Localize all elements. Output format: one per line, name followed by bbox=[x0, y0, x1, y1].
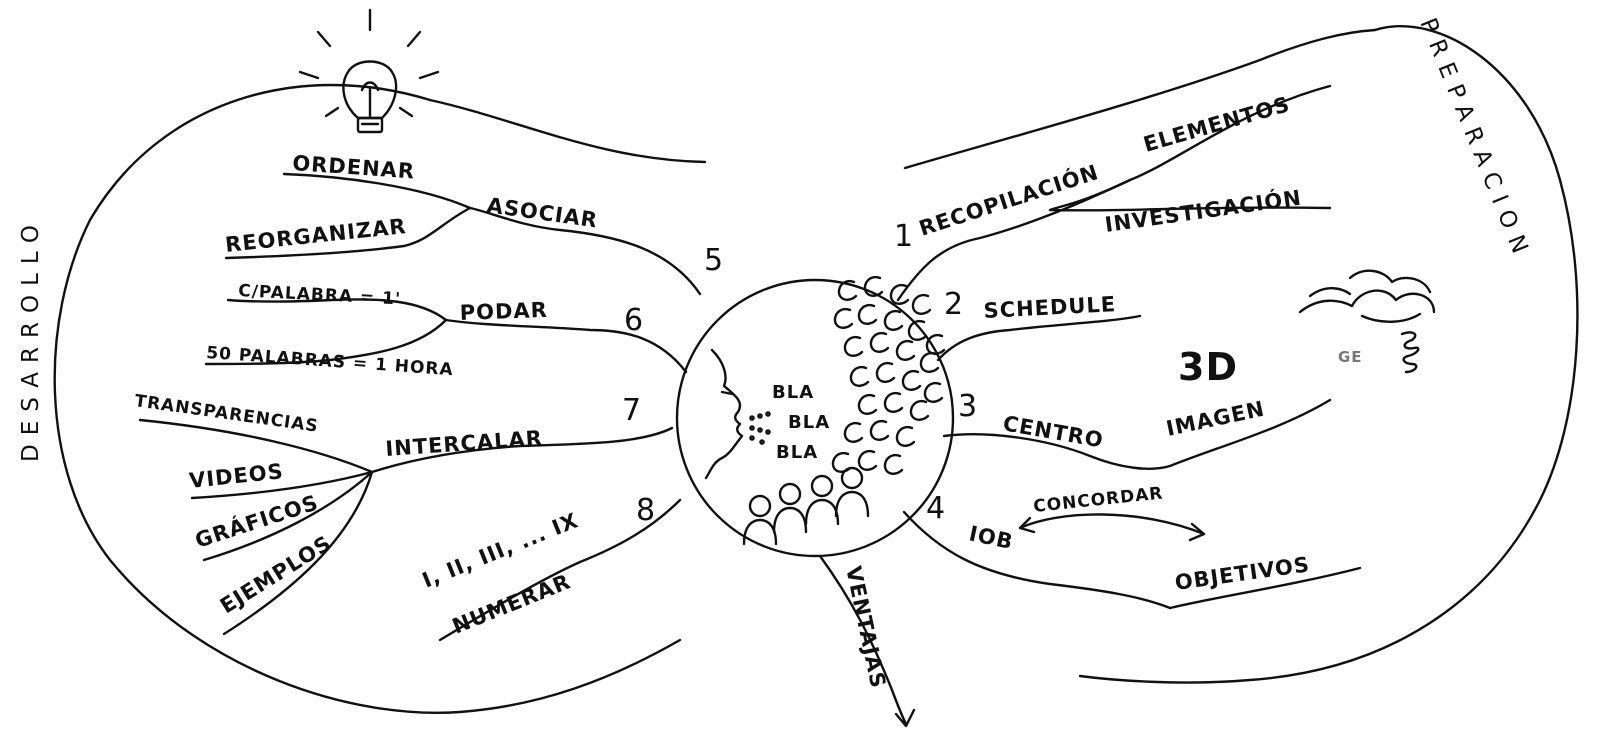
branch-intercalar-label: INTERCALAR bbox=[385, 426, 544, 461]
audience-head bbox=[897, 427, 914, 446]
top-right-curve bbox=[905, 30, 1375, 168]
branch-podar-child-1: C/PALABRA = 1' bbox=[238, 281, 402, 310]
branch-schedule-number: 2 bbox=[944, 287, 964, 322]
audience-person-head bbox=[842, 468, 862, 488]
audience-head bbox=[871, 333, 888, 352]
audience-head bbox=[911, 401, 928, 420]
audience-head bbox=[859, 451, 876, 470]
top-left-curve bbox=[430, 100, 705, 162]
speech-bla-2: BLA bbox=[788, 412, 830, 433]
branch-asociar: 5 ASOCIAR ORDENAR REORGANIZAR bbox=[224, 151, 724, 294]
branch-centro-note: 3D bbox=[1178, 345, 1238, 389]
audience-person-body bbox=[836, 492, 868, 516]
audience-head bbox=[885, 311, 902, 330]
branch-asociar-child-2: REORGANIZAR bbox=[224, 214, 408, 257]
branch-schedule-label: SCHEDULE bbox=[983, 292, 1117, 323]
audience-head bbox=[885, 455, 902, 474]
audience-head bbox=[877, 363, 894, 382]
audience-head bbox=[859, 305, 876, 324]
branch-numerar-label: NUMERAR bbox=[449, 569, 574, 638]
audience-head bbox=[903, 371, 920, 390]
branch-intercalar-child-4: EJEMPLOS bbox=[216, 531, 336, 618]
audience-head bbox=[913, 295, 930, 314]
branch-ventajas: VENTAJAS bbox=[820, 556, 914, 726]
branch-centro-number: 3 bbox=[958, 389, 978, 424]
branch-asociar-child-1: ORDENAR bbox=[292, 151, 416, 184]
audience-person-body bbox=[774, 508, 806, 532]
branch-intercalar-child-2: VIDEOS bbox=[188, 459, 285, 493]
branch-intercalar-number: 7 bbox=[622, 393, 642, 428]
audience-person-head bbox=[750, 496, 770, 516]
branch-iob-label: IOB bbox=[967, 521, 1016, 554]
spiral-icon bbox=[1402, 332, 1418, 372]
audience-person-head bbox=[780, 484, 800, 504]
right-outer-curve bbox=[1080, 26, 1577, 682]
branch-recopilacion-child-1: ELEMENTOS bbox=[1141, 92, 1293, 157]
audience-head bbox=[851, 367, 868, 386]
branch-podar-number: 6 bbox=[624, 303, 644, 338]
branch-recopilacion-child-2: INVESTIGACIÓN bbox=[1103, 185, 1303, 237]
branch-iob-child-1: OBJETIVOS bbox=[1173, 552, 1311, 595]
branch-numerar-number: 8 bbox=[636, 493, 656, 528]
light-bulb-icon bbox=[300, 10, 438, 132]
concordar-arrow bbox=[1020, 514, 1204, 534]
branch-ventajas-label: VENTAJAS bbox=[841, 564, 890, 691]
face-profile bbox=[706, 350, 742, 478]
audience-head bbox=[885, 393, 902, 412]
cloud-caption: GE bbox=[1338, 348, 1363, 366]
audience-head bbox=[921, 353, 938, 372]
audience-head bbox=[925, 383, 942, 402]
speech-bla-3: BLA bbox=[776, 442, 818, 463]
branch-podar: 6 PODAR C/PALABRA = 1' 50 PALABRAS = 1 H… bbox=[206, 281, 686, 380]
branch-recopilacion: 1 RECOPILACIÓN ELEMENTOS INVESTIGACIÓN bbox=[894, 86, 1330, 300]
branch-centro: 3 CENTRO IMAGEN 3D bbox=[944, 345, 1330, 469]
audience-head bbox=[897, 341, 914, 360]
branch-intercalar: 7 INTERCALAR TRANSPARENCIAS VIDEOS GRÁFI… bbox=[133, 391, 672, 634]
audience-heads bbox=[744, 277, 944, 544]
branch-numerar: 8 I, II, III, ... IX NUMERAR bbox=[419, 493, 680, 640]
branch-centro-child-1: IMAGEN bbox=[1164, 397, 1267, 441]
branch-iob-arrow-label: CONCORDAR bbox=[1032, 483, 1164, 517]
branch-asociar-number: 5 bbox=[704, 243, 724, 278]
branch-recopilacion-number: 1 bbox=[894, 219, 914, 254]
speech-dots bbox=[750, 412, 769, 443]
branch-podar-child-2: 50 PALABRAS = 1 HORA bbox=[206, 343, 455, 380]
speech-bla-1: BLA bbox=[772, 382, 814, 403]
branch-podar-label: PODAR bbox=[459, 298, 548, 325]
branch-iob-number: 4 bbox=[926, 491, 946, 526]
branch-intercalar-child-1: TRANSPARENCIAS bbox=[133, 391, 319, 437]
audience-person-head bbox=[812, 476, 832, 496]
audience-head bbox=[871, 421, 888, 440]
audience-person-body bbox=[806, 500, 838, 524]
branch-schedule: 2 SCHEDULE bbox=[938, 287, 1140, 360]
audience-head bbox=[845, 423, 862, 442]
cloud-icon bbox=[1300, 271, 1434, 322]
ventajas-arrowhead bbox=[896, 710, 914, 726]
audience-head bbox=[835, 309, 852, 328]
branch-centro-label: CENTRO bbox=[1001, 411, 1105, 452]
audience-head bbox=[845, 337, 862, 356]
audience-head bbox=[859, 395, 876, 414]
branch-iob: 4 IOB CONCORDAR OBJETIVOS bbox=[904, 483, 1360, 608]
side-label-left: DESARROLLO bbox=[18, 216, 44, 462]
